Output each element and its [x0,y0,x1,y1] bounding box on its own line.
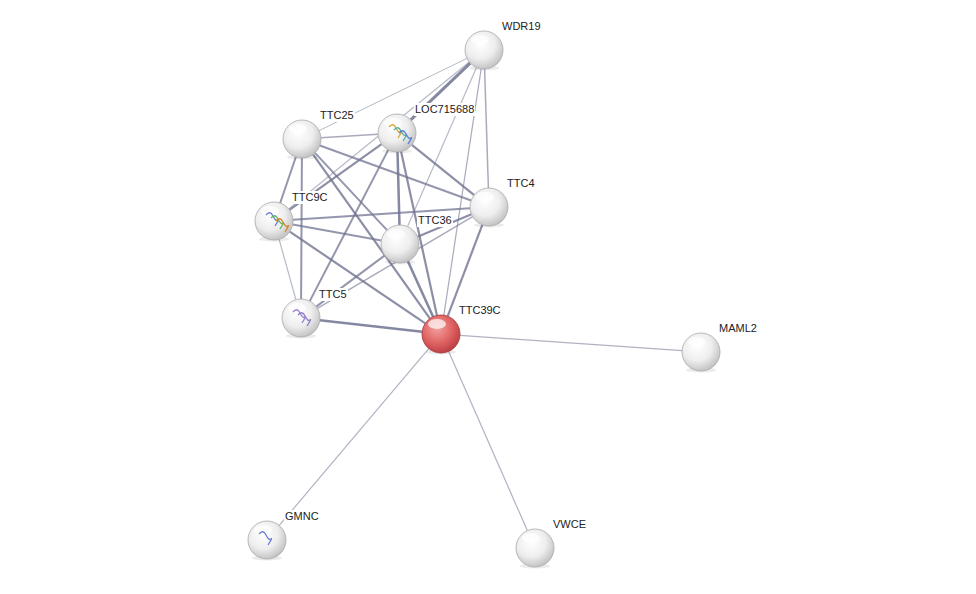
protein-node: MAML2 [681,332,721,372]
sphere-body [516,529,554,567]
structure-hint [271,216,284,229]
node-sphere [681,332,721,372]
sphere-gloss [476,192,494,202]
sphere-gloss [428,319,446,329]
sphere-body [381,225,419,263]
node-sphere [377,113,417,153]
node-label: LOC715688 [414,103,475,116]
protein-node: TTC5 [281,298,321,338]
sphere-gloss [387,229,405,239]
interaction-edge [485,69,489,188]
node-sphere [281,298,321,338]
protein-node: TTC39C [421,314,461,354]
structure-hint [293,310,306,323]
interaction-edge [319,58,467,130]
node-sphere [282,119,322,159]
sphere-gloss [522,533,540,543]
sphere-body [283,120,321,158]
sphere-body [465,31,503,69]
sphere-gloss [261,206,279,216]
interaction-edge [449,351,528,530]
interaction-edge [320,320,422,332]
sphere-gloss [384,118,402,128]
sphere-gloss [254,525,272,535]
protein-node: WDR19 [464,30,504,70]
protein-node: VWCE [515,528,555,568]
interaction-edge [408,261,433,316]
node-sphere [469,187,509,227]
node-label: TTC5 [318,288,348,301]
sphere-body [682,333,720,371]
node-sphere [380,224,420,264]
interaction-edge [398,152,400,225]
protein-node: TTC9C [254,201,294,241]
structure-hint [259,532,272,545]
sphere-gloss [471,35,489,45]
sphere-gloss [688,337,706,347]
interaction-edge [316,255,385,306]
interaction-edge [448,225,483,316]
node-sphere [247,520,287,560]
sphere-body [378,114,416,152]
interaction-edge [460,335,682,350]
interaction-edge [412,145,474,195]
sphere-body [422,315,460,353]
node-sphere [515,528,555,568]
interaction-edge [310,150,388,301]
interaction-edge [321,134,378,138]
protein-node: TTC4 [469,187,509,227]
sphere-body [248,521,286,559]
protein-node: TTC36 [380,224,420,264]
node-label: TTC36 [417,214,453,227]
node-label: VWCE [552,518,587,531]
node-label: TTC9C [291,191,328,204]
sphere-body [255,202,293,240]
interaction-edge [279,349,428,526]
sphere-body [282,299,320,337]
sphere-body [470,188,508,226]
sphere-gloss [288,303,306,313]
sphere-gloss [289,124,307,134]
structure-hint [276,219,289,232]
protein-node: LOC715688 [377,113,417,153]
node-label: MAML2 [718,322,758,335]
node-label: GMNC [284,510,320,523]
node-label: TTC39C [458,304,502,317]
node-sphere [464,30,504,70]
interaction-edge [293,224,382,240]
interaction-edge [279,239,296,299]
structure-hint [394,128,407,141]
node-label: TTC25 [319,109,355,122]
protein-node: TTC25 [282,119,322,159]
interaction-edge [313,154,430,318]
protein-node: GMNC [247,520,287,560]
node-label: TTC4 [506,177,536,190]
structure-hint [298,313,311,326]
interaction-edge [300,158,303,299]
node-label: WDR19 [501,20,542,33]
interaction-edge [408,67,477,226]
node-sphere [421,314,461,354]
node-sphere [254,201,294,241]
interaction-edge [317,217,472,309]
structure-hint [399,131,412,144]
